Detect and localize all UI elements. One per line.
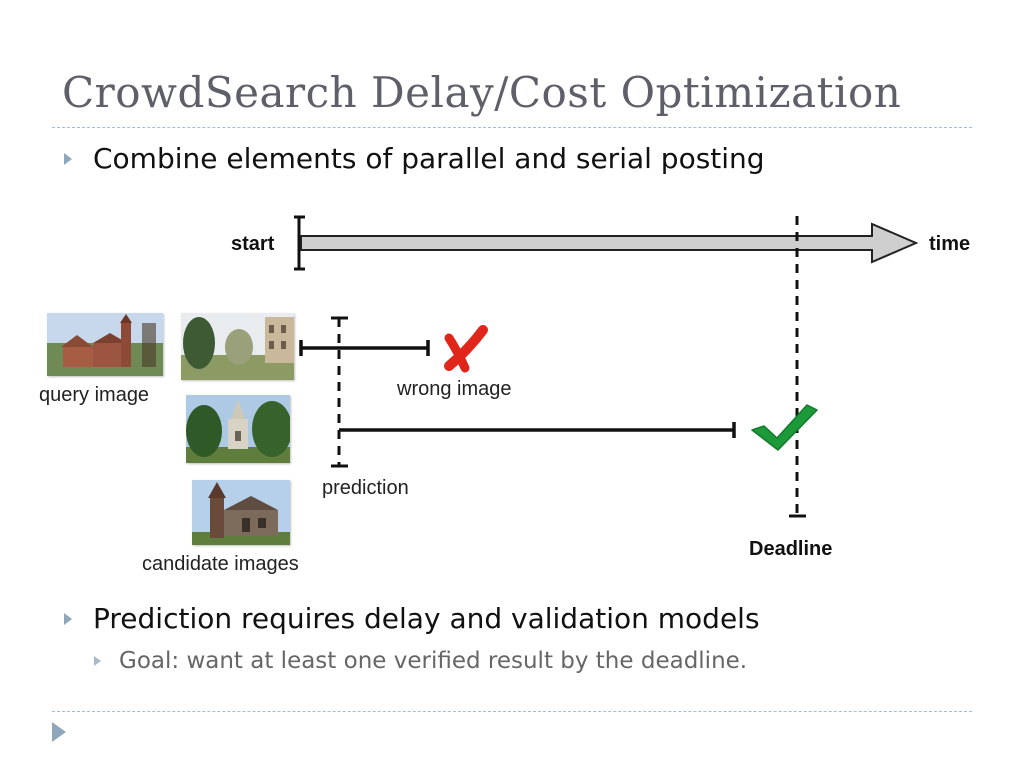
bullet-marker-icon — [64, 612, 72, 625]
bullet-text: Prediction requires delay and validation… — [93, 602, 760, 635]
footer-divider — [52, 711, 972, 712]
green-check-icon — [751, 404, 818, 451]
wrong-image-label: wrong image — [397, 378, 512, 400]
sub-bullet-1: Goal: want at least one verified result … — [94, 648, 747, 674]
bullet-text: Combine elements of parallel and serial … — [93, 142, 765, 175]
bullet-1: Combine elements of parallel and serial … — [64, 142, 765, 175]
deadline-label: Deadline — [749, 538, 833, 560]
title-divider — [52, 127, 972, 128]
candidate-images-label: candidate images — [142, 553, 299, 575]
candidate-image-3 — [192, 480, 290, 545]
start-bracket — [294, 215, 305, 271]
slide-title: CrowdSearch Delay/Cost Optimization — [62, 68, 902, 117]
red-x-icon — [444, 325, 488, 373]
query-image — [47, 313, 163, 376]
candidate-image-1 — [181, 313, 294, 380]
bullet-marker-icon — [64, 152, 72, 165]
start-label: start — [231, 233, 275, 255]
bullet-2: Prediction requires delay and validation… — [64, 602, 760, 635]
sub-bullet-text: Goal: want at least one verified result … — [119, 648, 748, 674]
query-image-label: query image — [39, 384, 150, 406]
time-label: time — [929, 233, 971, 255]
time-arrow — [300, 222, 919, 264]
wrong-interval — [299, 340, 430, 356]
correct-interval — [339, 422, 736, 438]
sub-bullet-marker-icon — [94, 656, 101, 666]
prediction-label: prediction — [322, 477, 409, 499]
footer-triangle-icon — [52, 722, 66, 742]
candidate-image-2 — [186, 395, 290, 463]
